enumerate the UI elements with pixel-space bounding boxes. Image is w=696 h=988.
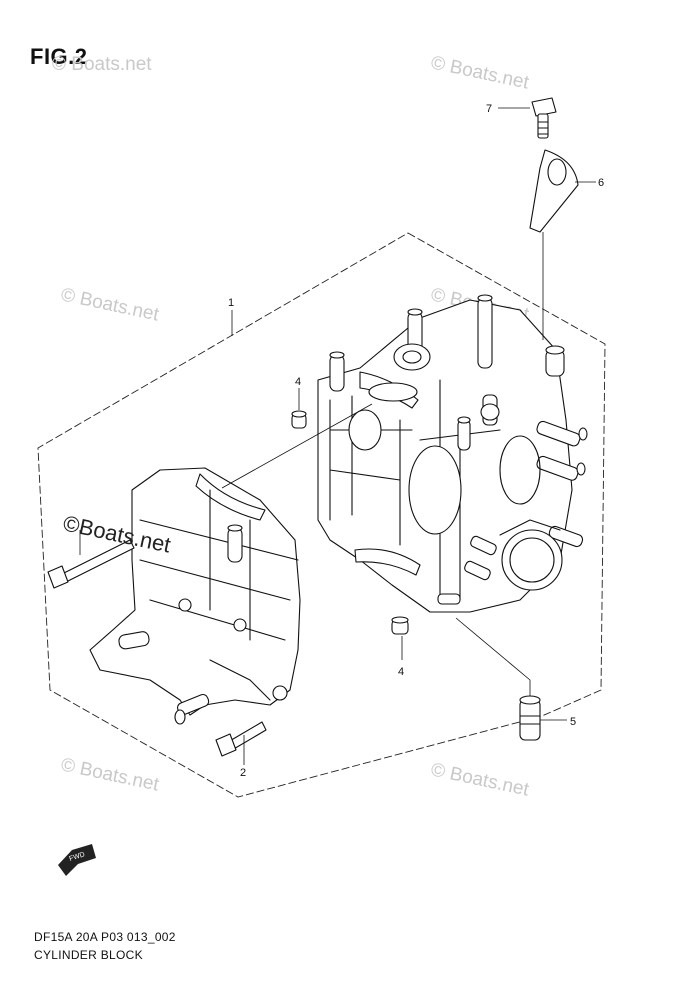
callout-1: 1 — [228, 297, 234, 309]
fwd-arrow-icon: FWD — [58, 844, 96, 876]
watermark: © Boats.net — [429, 52, 531, 93]
fitting-5 — [519, 695, 541, 741]
dowel-pin-upper — [291, 410, 307, 429]
cylinder-block-left-half — [89, 467, 301, 725]
callout-6: 6 — [598, 177, 604, 189]
watermark: © Boats.net — [52, 54, 152, 75]
callout-7: 7 — [486, 103, 492, 115]
bracket-6 — [529, 149, 579, 233]
bolt-short-bottom — [215, 721, 267, 757]
watermark: © Boats.net — [429, 759, 531, 800]
callout-4-upper: 4 — [295, 376, 301, 388]
callout-2: 2 — [240, 767, 246, 779]
dowel-pin-lower — [391, 616, 409, 635]
bolt-7 — [531, 97, 557, 139]
bolt-long-left — [47, 539, 135, 589]
callout-4-lower: 4 — [398, 666, 404, 678]
footer-diagram-code: DF15A 20A P03 013_002 — [34, 930, 176, 944]
assembly-guide-line — [221, 403, 373, 489]
cylinder-block-right-half — [317, 294, 588, 613]
footer-diagram-name: CYLINDER BLOCK — [34, 948, 143, 962]
leader-5-assembly — [455, 617, 531, 696]
callout-5: 5 — [570, 716, 576, 728]
watermark: © Boats.net — [59, 284, 161, 325]
fig-title: FIG.2 — [30, 44, 88, 69]
watermark: © Boats.net — [59, 754, 161, 795]
fwd-label: FWD — [68, 851, 85, 863]
assembly-dashed-boundary — [37, 232, 606, 798]
